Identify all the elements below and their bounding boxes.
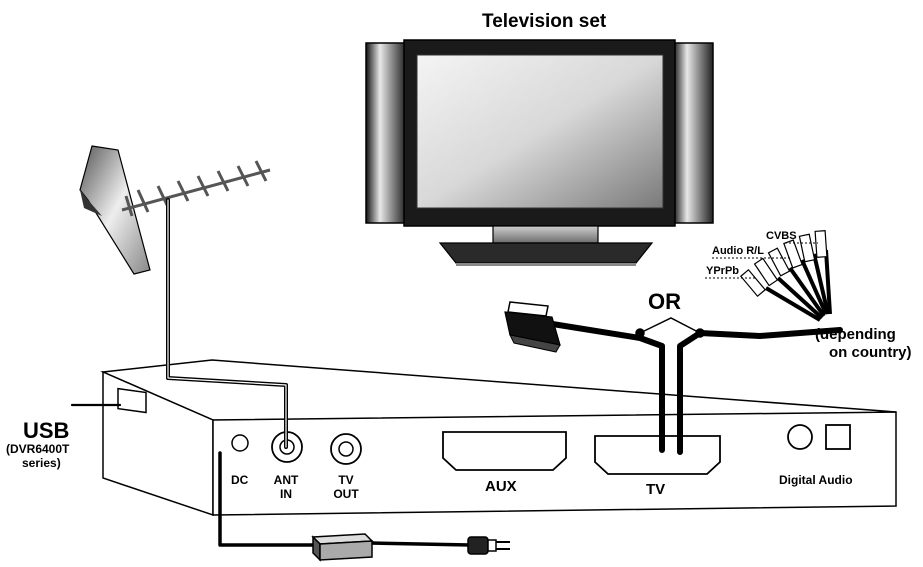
- ant-in-label-1: ANT: [273, 473, 299, 487]
- television: [365, 39, 714, 266]
- antenna: [79, 145, 271, 275]
- digital-audio-label: Digital Audio: [779, 473, 853, 487]
- scart-plug: [504, 301, 561, 353]
- usb-label: USB: [23, 418, 70, 443]
- tv-right-speaker: [672, 42, 714, 224]
- usb-sub-label-2: series): [22, 456, 61, 470]
- tv-out-label-1: TV: [338, 473, 354, 487]
- depending-label-2: on country): [829, 344, 912, 361]
- tv-stand-neck: [492, 225, 599, 244]
- tv-port-label: TV: [646, 481, 666, 498]
- scart-cable: [537, 319, 665, 453]
- usb-port: [117, 387, 147, 414]
- tv-title-label: Television set: [482, 11, 607, 32]
- tv-out-label-2: OUT: [333, 487, 359, 501]
- digital-audio-optical-port: [825, 424, 851, 450]
- rca-connectors: [764, 249, 832, 322]
- or-bracket: [635, 317, 705, 338]
- tv-stand-base: [438, 242, 654, 264]
- depending-label-1: (depending: [815, 326, 896, 343]
- ant-in-label-2: IN: [280, 487, 292, 501]
- front-ports: [231, 424, 851, 475]
- tv-scart-port: [594, 435, 721, 475]
- aux-label: AUX: [485, 478, 517, 495]
- power-plug: [467, 536, 510, 555]
- power-cord: [218, 451, 317, 547]
- or-label: OR: [648, 289, 681, 314]
- power-adapter: [311, 533, 374, 562]
- yprpb-label: YPrPb: [706, 265, 740, 277]
- cvbs-label: CVBS: [766, 230, 797, 242]
- aux-scart-port: [442, 431, 567, 471]
- tv-out-port-inner: [338, 441, 354, 457]
- usb-sub-label-1: (DVR6400T: [6, 442, 70, 456]
- tv-screen: [416, 54, 664, 209]
- dc-label: DC: [231, 473, 249, 487]
- digital-audio-coax-port: [787, 424, 813, 450]
- tv-left-speaker: [365, 42, 407, 224]
- audio-rl-label: Audio R/L: [712, 245, 764, 257]
- dc-port: [231, 434, 249, 452]
- antenna-elements: [121, 160, 271, 217]
